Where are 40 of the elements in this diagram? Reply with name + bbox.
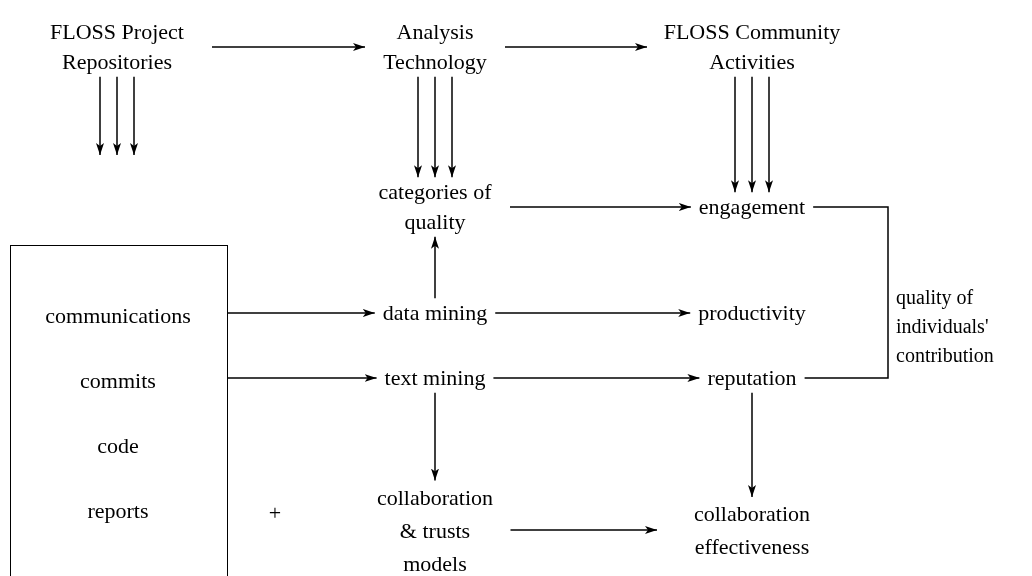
arrow [765,75,773,193]
node-label: reports [79,496,157,526]
node-label: Analysis Technology [365,17,505,77]
node-label: data mining [374,298,496,328]
node-label: code [89,431,147,461]
arrow [494,309,691,317]
arrow [227,374,378,382]
node-label: FLOSS Project Repositories [22,17,212,77]
arrow [492,374,701,382]
arrow [448,75,456,179]
arrow [748,75,756,193]
arrow [509,526,658,534]
node-label: collaboration effectiveness [657,497,847,563]
arrow [431,235,439,299]
node-label: text mining [376,363,494,393]
node-label: collaboration & trusts models [359,480,511,576]
arrow [130,75,138,156]
plus-sign: + [268,500,282,526]
arrow [414,75,422,179]
node-label: FLOSS Community Activities [647,17,857,77]
bracket-line [803,325,889,379]
arrow [431,392,439,482]
node-label: commits [72,366,164,396]
arrow [96,75,104,156]
annotation-text: quality of individuals' contribution [888,282,1032,370]
node-label: communications [37,301,199,331]
arrow [504,43,648,51]
arrow [211,43,366,51]
node-label: reputation [699,363,805,393]
node-label: engagement [690,192,814,222]
arrow [731,75,739,193]
arrow [509,203,692,211]
container-box [10,245,228,576]
node-label: productivity [690,298,814,328]
arrow [431,75,439,179]
arrow [227,309,376,317]
arrow [748,392,756,498]
node-label: categories of quality [360,177,510,237]
bracket-line [812,206,889,327]
arrow [113,75,121,156]
